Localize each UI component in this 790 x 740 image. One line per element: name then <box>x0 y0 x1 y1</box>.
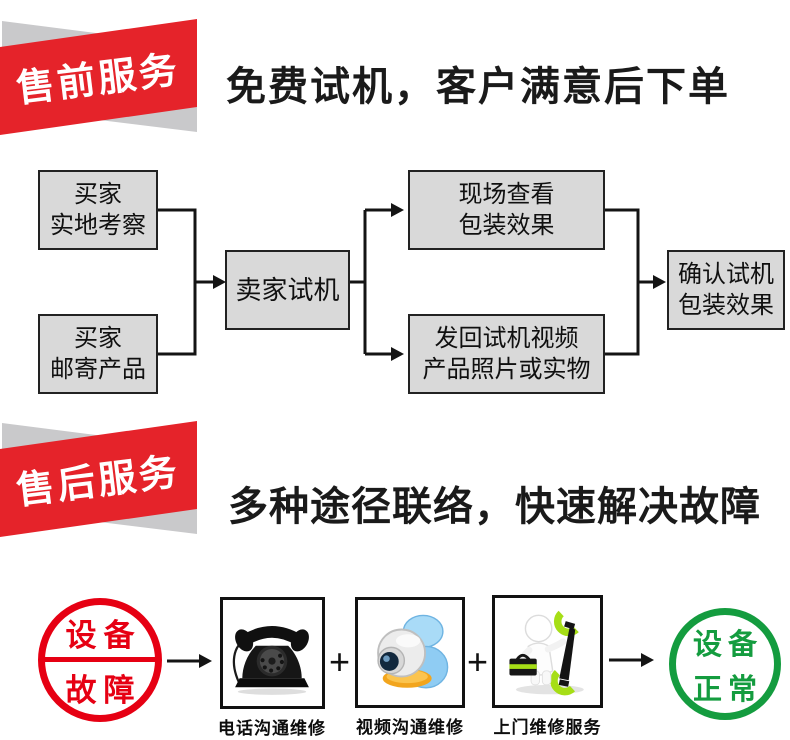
stamp-line: 设备 <box>65 618 142 653</box>
arrow-right-icon <box>609 653 654 667</box>
arrowhead-right-icon <box>391 347 404 361</box>
flowbox-onsite-check: 现场查看 包装效果 <box>408 170 605 250</box>
flowbox-seller-test: 卖家试机 <box>225 250 350 330</box>
flowbox-line: 买家 <box>74 325 122 352</box>
flowbox-send-back: 发回试机视频 产品照片或实物 <box>408 314 605 394</box>
flowbox-line: 包装效果 <box>458 212 555 239</box>
repairman-wrench-icon <box>508 610 584 695</box>
step-frame <box>355 597 465 708</box>
stamp-divider <box>45 657 155 662</box>
equipment-fault-stamp: 设备 故障 <box>38 598 162 722</box>
connector-right <box>605 208 640 356</box>
connector-left <box>158 208 197 356</box>
webcam-icon <box>377 614 449 688</box>
flowbox-line: 邮寄产品 <box>50 356 146 383</box>
stamp-line: 故障 <box>65 673 142 708</box>
flowbox-buyer-visit: 买家 实地考察 <box>38 170 158 250</box>
step-phone-repair: 电话沟通维修 <box>218 597 326 739</box>
arrowhead-right-icon <box>653 275 666 289</box>
flowbox-buyer-mail: 买家 邮寄产品 <box>38 314 158 394</box>
banner-red-shape <box>0 421 197 537</box>
step-frame <box>219 597 325 709</box>
arrow-right-icon <box>167 654 212 668</box>
flowbox-line: 实地考察 <box>50 212 146 239</box>
step-onsite-repair: 上门维修服务 <box>492 595 603 738</box>
stamp-line: 设备 <box>692 628 763 661</box>
step-label: 电话沟通维修 <box>218 719 326 738</box>
flow-connectors <box>158 203 666 361</box>
step-label: 上门维修服务 <box>493 718 602 737</box>
flowbox-confirm: 确认试机 包装效果 <box>667 250 785 330</box>
flowbox-line: 买家 <box>74 181 122 208</box>
connector-middle <box>350 208 391 356</box>
flowbox-line: 产品照片或实物 <box>422 356 591 383</box>
step-video-repair: 视频沟通维修 <box>355 597 465 738</box>
presale-headline: 免费试机，客户满意后下单 <box>226 65 730 109</box>
step-frame <box>492 595 603 708</box>
stamp-line: 正常 <box>692 673 763 706</box>
aftersale-headline: 多种途径联络，快速解决故障 <box>228 485 761 529</box>
flowbox-line: 确认试机 <box>678 261 774 288</box>
aftersale-banner-ribbon: 售后服务 <box>0 421 197 537</box>
flowbox-line: 现场查看 <box>458 181 555 208</box>
flowbox-line: 包装效果 <box>678 292 774 319</box>
flowbox-line: 卖家试机 <box>235 274 340 305</box>
flowbox-line: 发回试机视频 <box>434 325 579 352</box>
rotary-phone-icon <box>232 626 309 695</box>
plus-sign: + <box>329 641 351 682</box>
plus-sign: + <box>467 641 489 682</box>
banner-red-shape <box>0 19 197 135</box>
equipment-ok-stamp: 设备 正常 <box>669 608 781 720</box>
step-label: 视频沟通维修 <box>356 718 464 737</box>
arrowhead-right-icon <box>391 203 404 217</box>
arrowhead-right-icon <box>213 275 226 289</box>
presale-banner-ribbon: 售前服务 <box>0 19 197 135</box>
